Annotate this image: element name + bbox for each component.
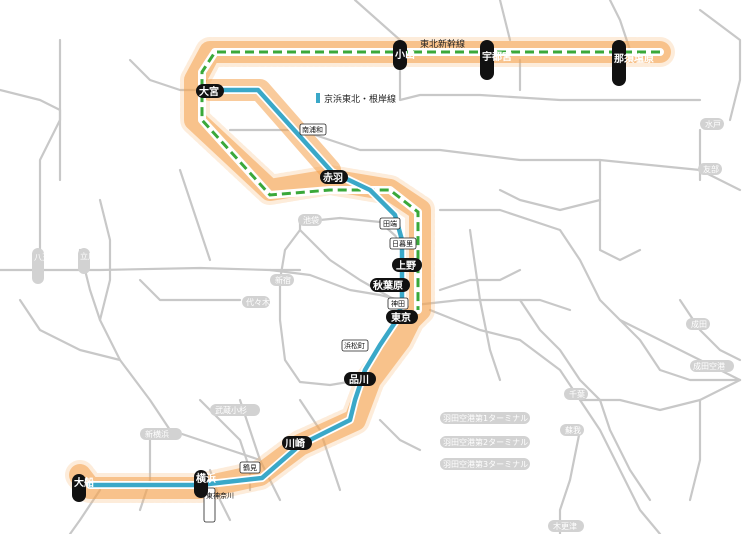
svg-text:田端: 田端 (383, 219, 397, 228)
place-narita-airport: 成田空港 (690, 360, 734, 372)
svg-text:鶴見: 鶴見 (243, 463, 257, 472)
svg-text:日暮里: 日暮里 (392, 239, 413, 248)
station-hamamatsucho: 浜松町 (341, 339, 369, 352)
svg-text:成田空港: 成田空港 (693, 361, 725, 371)
place-narita: 成田 (686, 318, 710, 330)
svg-text:秋葉原: 秋葉原 (373, 279, 403, 292)
svg-text:木更津: 木更津 (553, 521, 577, 531)
svg-text:新宿: 新宿 (275, 275, 291, 285)
station-shinagawa: 品川 (344, 372, 376, 386)
svg-text:南浦和: 南浦和 (302, 125, 323, 134)
svg-text:東神奈川: 東神奈川 (206, 491, 234, 500)
svg-text:蘇我: 蘇我 (565, 425, 581, 435)
place-musashi-kosugi: 武蔵小杉 (210, 404, 260, 416)
place-mito: 水戸 (700, 118, 724, 130)
station-utsunomiya: 宇都宮 (480, 40, 512, 80)
place-kisarazu: 木更津 (548, 520, 584, 532)
route-highlight (65, 37, 675, 503)
place-tomobe: 友部 (698, 163, 722, 175)
station-yokohama: 横浜 (194, 470, 216, 498)
station-minami-urawa: 南浦和 (299, 123, 327, 136)
map-legend: 京浜東北・根岸線 (316, 93, 396, 105)
station-kanda: 神田 (387, 297, 409, 310)
place-shin-yokohama: 新横浜 (140, 428, 182, 440)
svg-text:立川: 立川 (80, 251, 96, 261)
station-tokyo: 東京 (386, 310, 418, 324)
station-nippori: 日暮里 (389, 237, 417, 250)
shinkansen-line-label: 東北新幹線 (420, 38, 465, 50)
shinkansen-label-text: 東北新幹線 (420, 38, 465, 50)
svg-text:羽田空港第1ターミナル: 羽田空港第1ターミナル (443, 413, 528, 423)
station-akihabara: 秋葉原 (370, 278, 410, 292)
station-omiya: 大宮 (196, 84, 224, 98)
place-shinjuku: 新宿 (270, 274, 294, 286)
legend-swatch (316, 93, 320, 103)
station-oyama: 小山 (393, 40, 415, 70)
station-kawasaki: 川崎 (282, 436, 312, 450)
place-tachikawa: 立川 (78, 248, 96, 274)
svg-text:羽田空港第2ターミナル: 羽田空港第2ターミナル (443, 437, 528, 447)
svg-text:千葉: 千葉 (569, 389, 585, 399)
place-soga: 蘇我 (560, 424, 584, 436)
svg-text:横浜: 横浜 (196, 472, 216, 485)
svg-text:川崎: 川崎 (284, 437, 305, 450)
svg-text:大船: 大船 (74, 476, 94, 489)
svg-text:小山: 小山 (394, 48, 415, 61)
place-chiba: 千葉 (564, 388, 588, 400)
svg-text:那須塩原: 那須塩原 (614, 52, 654, 65)
svg-text:水戸: 水戸 (705, 119, 721, 129)
place-airport-t1: 羽田空港第1ターミナル (440, 412, 530, 424)
station-nasushiobara: 那須塩原 (612, 40, 654, 86)
svg-text:神田: 神田 (391, 299, 405, 308)
place-airport-t2: 羽田空港第2ターミナル (440, 436, 530, 448)
major-station-labels: 小山 宇都宮 那須塩原 大宮 赤羽 上野 秋葉原 東京 品川 川崎 横浜 大船 (72, 40, 654, 502)
station-akabane: 赤羽 (320, 170, 348, 184)
station-ofuna: 大船 (72, 474, 94, 502)
keihin-tohoku-line (86, 86, 406, 489)
station-tabata: 田端 (379, 217, 401, 230)
svg-text:代々木: 代々木 (246, 297, 270, 307)
legend-line-name: 京浜東北・根岸線 (324, 93, 396, 105)
svg-text:羽田空港第3ターミナル: 羽田空港第3ターミナル (443, 459, 528, 469)
svg-text:池袋: 池袋 (303, 215, 319, 225)
svg-text:宇都宮: 宇都宮 (482, 50, 512, 63)
station-ueno: 上野 (392, 258, 422, 272)
station-higashi-kanagawa: 東神奈川 (203, 487, 234, 523)
minor-station-labels: 南浦和 田端 日暮里 神田 浜松町 鶴見 東神奈川 (203, 123, 417, 523)
station-tsurumi: 鶴見 (239, 461, 261, 474)
svg-text:新横浜: 新横浜 (145, 429, 169, 439)
svg-text:赤羽: 赤羽 (323, 171, 343, 184)
svg-text:武蔵小杉: 武蔵小杉 (215, 405, 247, 415)
place-yoyogi: 代々木 (242, 296, 270, 308)
svg-text:上野: 上野 (396, 259, 416, 272)
svg-text:東京: 東京 (391, 311, 411, 324)
svg-text:品川: 品川 (349, 374, 369, 386)
place-ikebukuro: 池袋 (298, 214, 322, 226)
svg-text:大宮: 大宮 (199, 85, 219, 98)
svg-text:成田: 成田 (691, 319, 707, 329)
svg-text:八王子: 八王子 (34, 253, 58, 262)
svg-text:浜松町: 浜松町 (344, 341, 365, 350)
other-place-labels: 池袋 新宿 立川 八王子 水戸 友部 成田 千葉 蘇我 木更津 武蔵小杉 新横浜… (32, 118, 734, 532)
tohoku-shinkansen-line: 東北新幹線 (198, 38, 664, 314)
svg-text:友部: 友部 (703, 164, 719, 174)
place-airport-t3: 羽田空港第3ターミナル (440, 458, 530, 470)
place-hachioji: 八王子 (32, 248, 58, 284)
